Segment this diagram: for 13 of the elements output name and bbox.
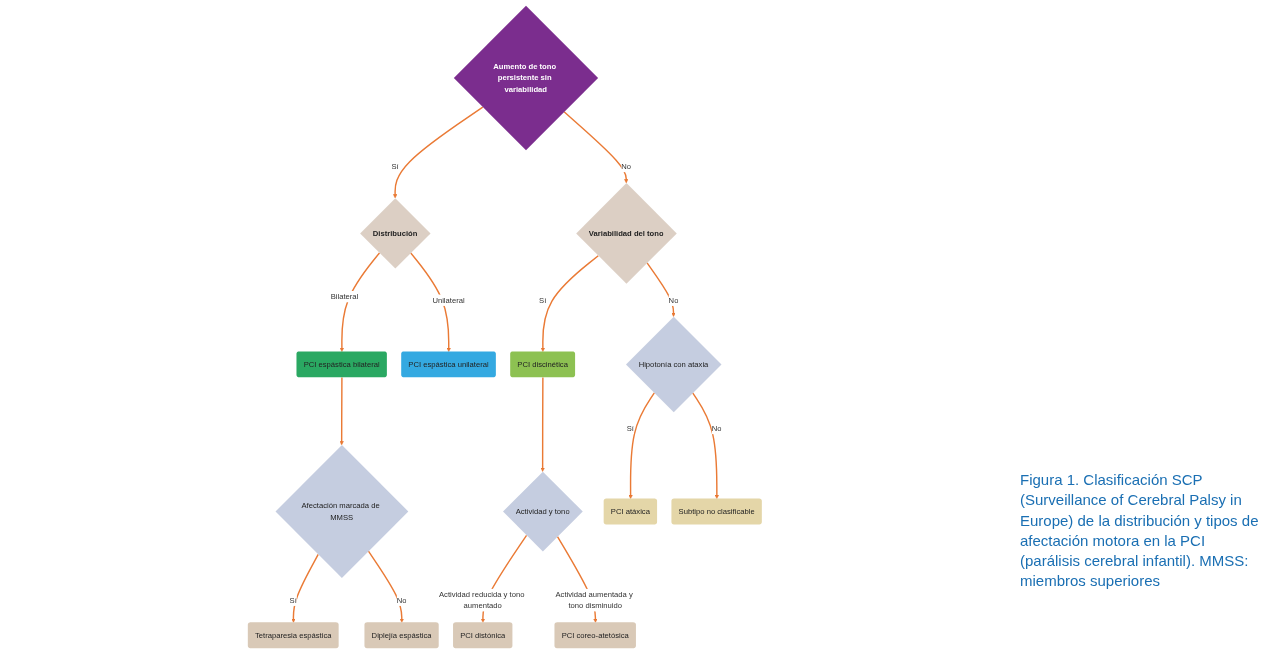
arrow [692,392,720,500]
arrow [540,255,600,352]
arrow [628,392,656,500]
arrow [339,376,344,446]
arrow [393,106,484,199]
arrow [540,376,545,472]
arrow [646,262,676,317]
arrow [367,550,405,623]
arrow [563,111,629,184]
figure-caption: Figura 1. Clasificación SCP (Surveillance of Cerebral Palsy in Europe) de la distribución y tipos de afectación motora en la PCI (parálisis cerebral infantil). MMSS: miembros superiores [1020,470,1260,592]
arrow [339,252,381,352]
arrow [410,252,452,352]
arrow [291,553,320,623]
